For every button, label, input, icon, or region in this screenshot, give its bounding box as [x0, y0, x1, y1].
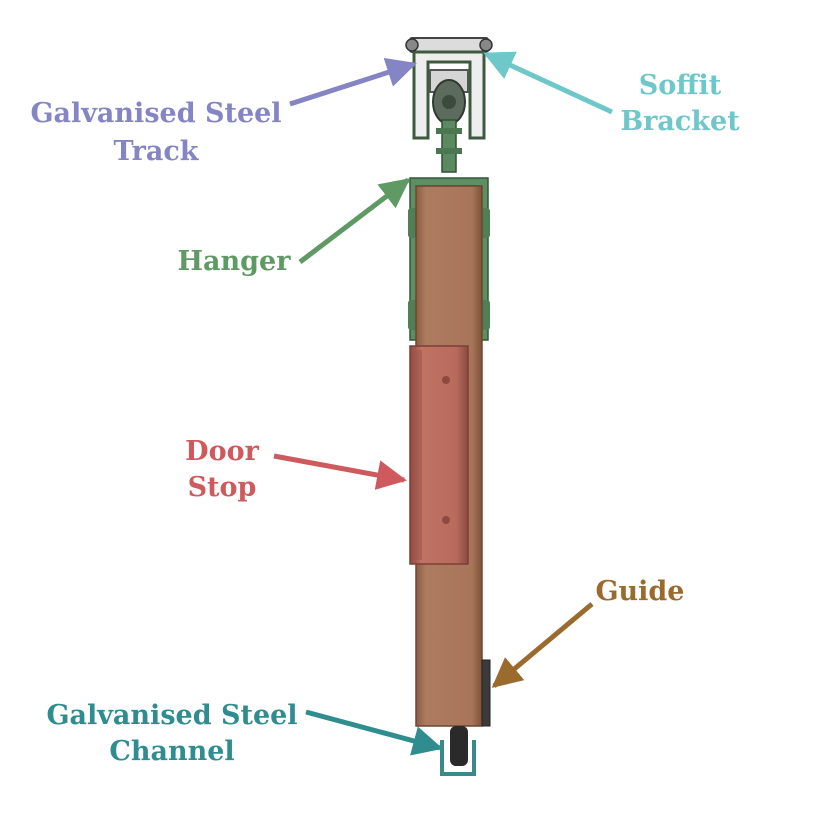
guide-shape [481, 659, 491, 727]
channel-arrow [305, 709, 443, 756]
label-bracket-line1: Soffit [639, 70, 722, 101]
label-door-stop-line1: Door [185, 436, 259, 467]
label-channel-line2: Channel [109, 736, 234, 767]
label-channel-line1: Galvanised Steel [46, 700, 297, 731]
galvanised-steel-track-shape [429, 69, 469, 125]
label-bracket-line2: Bracket [620, 106, 740, 137]
label-track-line1: Galvanised Steel [30, 98, 281, 129]
galvanised-steel-channel-shape [440, 726, 476, 776]
door-stop-arrow [273, 453, 407, 490]
label-guide: Guide [595, 576, 684, 607]
label-hanger: Hanger [178, 246, 292, 277]
door-stop-shape [409, 345, 469, 565]
hanger-arrow [298, 178, 411, 264]
bracket-arrow [483, 51, 614, 115]
label-door-stop-line2: Stop [188, 472, 257, 503]
soffit-bracket-shape [405, 37, 493, 140]
label-track-line2: Track [114, 136, 200, 167]
guide-arrow [491, 602, 594, 688]
track-arrow [289, 58, 417, 107]
